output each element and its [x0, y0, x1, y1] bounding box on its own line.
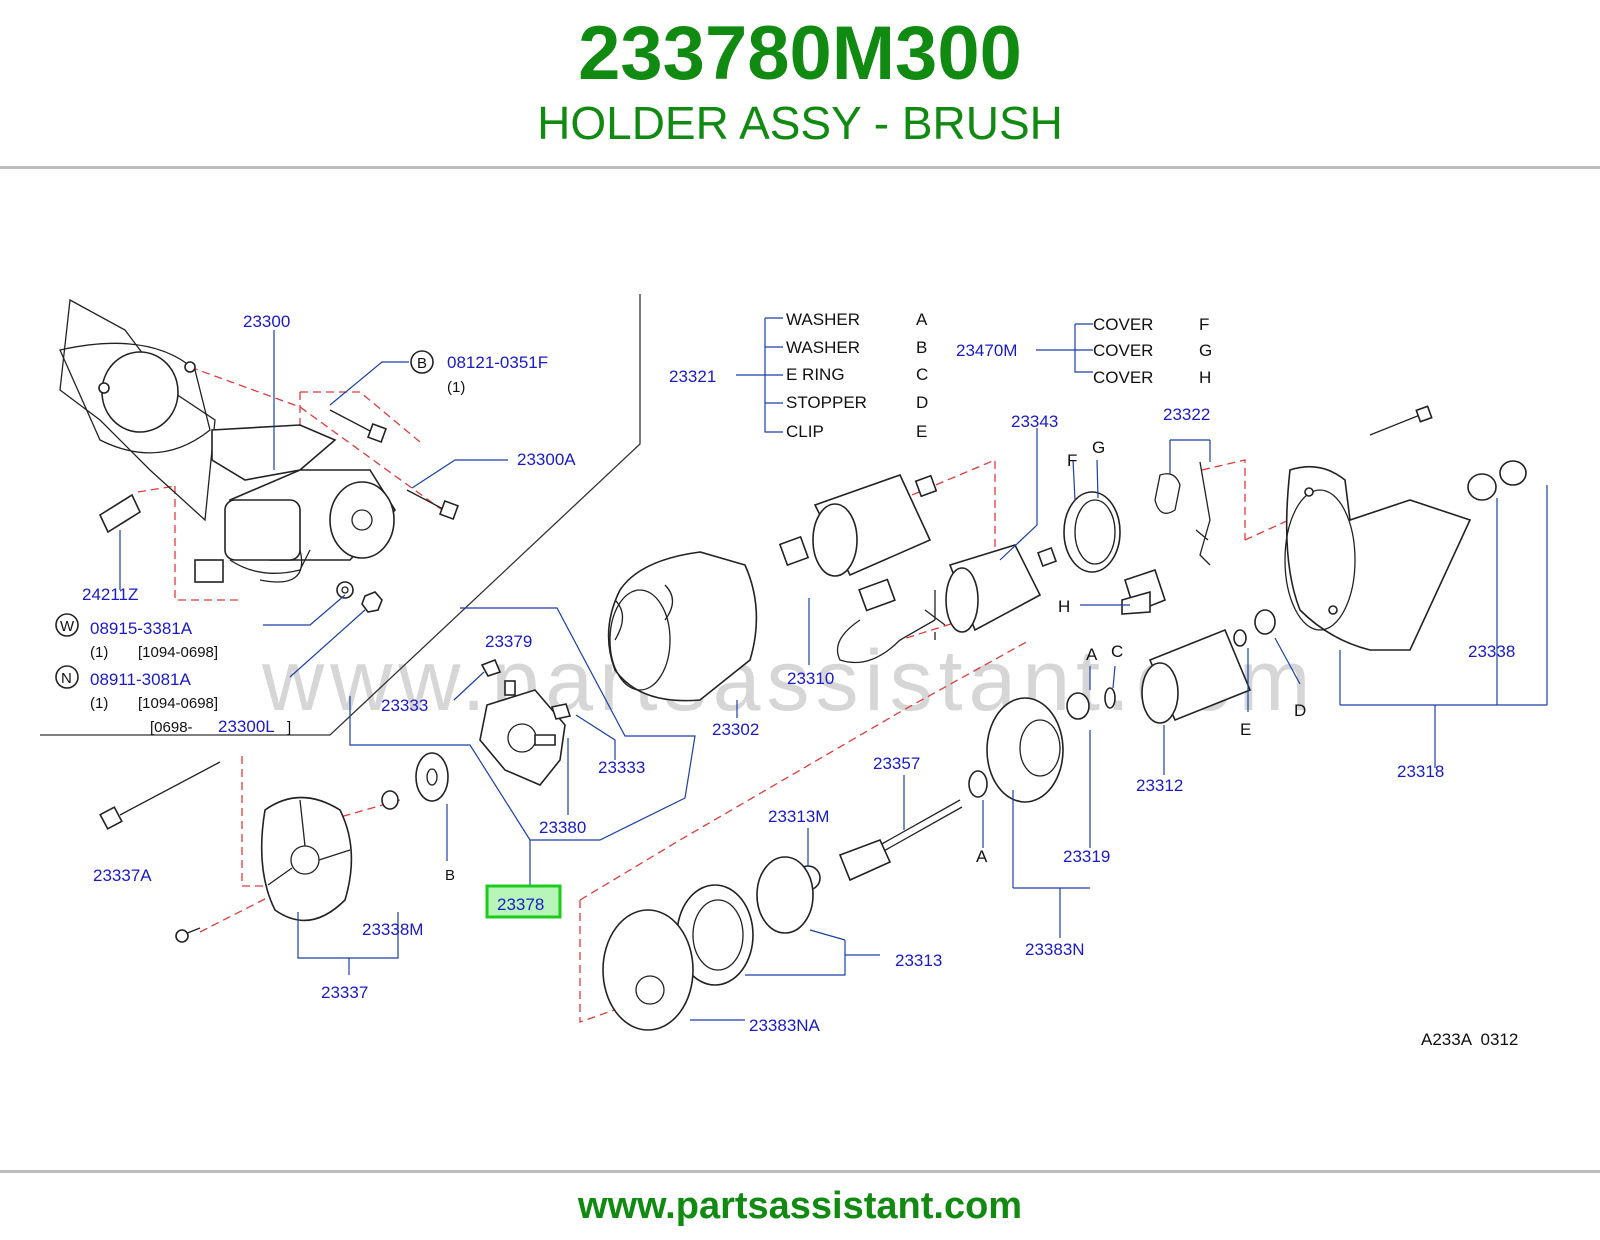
label-23313[interactable]: 23313 — [895, 951, 942, 970]
diagram-letter-a-lower: A — [976, 847, 988, 866]
legend-clip: CLIP — [786, 422, 824, 441]
diagram-code: A233A 0312 — [1421, 1030, 1518, 1049]
range-close-bracket: ] — [287, 719, 291, 736]
label-23302[interactable]: 23302 — [712, 720, 759, 739]
qty-08911: (1) — [90, 695, 108, 712]
footer-url[interactable]: www.partsassistant.com — [577, 1185, 1023, 1227]
top-divider — [0, 166, 1600, 169]
label-23310[interactable]: 23310 — [787, 669, 834, 688]
label-23322[interactable]: 23322 — [1163, 405, 1210, 424]
legend-letter-b: B — [916, 338, 927, 357]
label-23380[interactable]: 23380 — [539, 818, 586, 837]
label-24211Z[interactable]: 24211Z — [82, 585, 138, 604]
diagram-labels: 23300 B 08121-0351F (1) 23300A 24211Z W … — [60, 310, 1518, 1049]
diagram-letter-e: E — [1240, 720, 1251, 739]
label-23313M[interactable]: 23313M — [768, 807, 829, 826]
leader-lines — [119, 317, 1548, 1021]
label-23383N[interactable]: 23383N — [1025, 940, 1085, 959]
label-23383NA[interactable]: 23383NA — [749, 1016, 821, 1035]
label-23338M[interactable]: 23338M — [362, 920, 423, 939]
legend-washer-b: WASHER — [786, 338, 860, 357]
label-23319[interactable]: 23319 — [1063, 847, 1110, 866]
qty-08121: (1) — [447, 379, 465, 396]
diagram-letter-f: F — [1067, 451, 1077, 470]
legend-letter-h: H — [1199, 368, 1211, 387]
gear-housing-part — [1284, 460, 1527, 651]
label-08915-3381A[interactable]: 08915-3381A — [90, 619, 193, 638]
legend-cover-f: COVER — [1093, 315, 1153, 334]
range-08911: [1094-0698] — [138, 695, 218, 712]
label-23300A[interactable]: 23300A — [517, 450, 576, 469]
part-name-subtitle: HOLDER ASSY - BRUSH — [537, 97, 1063, 149]
label-23321[interactable]: 23321 — [669, 367, 716, 386]
diagram-letter-a: A — [1086, 645, 1098, 664]
clips-part — [1154, 461, 1211, 566]
watermark: www.partsassistant.com — [262, 633, 1317, 729]
label-23343[interactable]: 23343 — [1011, 412, 1058, 431]
starter-assembly — [59, 298, 396, 583]
diagram-letter-c: C — [1111, 642, 1123, 661]
marker-b: B — [417, 355, 427, 372]
diagram-letter-h: H — [1058, 597, 1070, 616]
label-23318[interactable]: 23318 — [1397, 762, 1444, 781]
marker-w: W — [60, 618, 75, 635]
legend-letter-c: C — [916, 365, 928, 384]
bolts — [99, 405, 1433, 943]
label-23357[interactable]: 23357 — [873, 754, 920, 773]
armature-part — [778, 474, 938, 577]
qty-08915: (1) — [90, 644, 108, 661]
solenoid-part — [836, 544, 1057, 664]
label-23312[interactable]: 23312 — [1136, 776, 1183, 795]
legend-washer-a: WASHER — [786, 310, 860, 329]
label-23337[interactable]: 23337 — [321, 983, 368, 1002]
legend-letter-e: E — [916, 422, 927, 441]
marker-n: N — [61, 670, 72, 687]
diagram-letter-d: D — [1294, 701, 1306, 720]
part-number-title: 233780M300 — [578, 11, 1022, 96]
legend-cover-g: COVER — [1093, 341, 1153, 360]
range-08915: [1094-0698] — [138, 644, 218, 661]
covers-part — [1063, 491, 1166, 615]
highlight-box-23378 — [485, 884, 562, 919]
label-23300L[interactable]: 23300L — [218, 717, 275, 736]
legend-e-ring: E RING — [786, 365, 845, 384]
brush-holder-part — [479, 658, 572, 786]
circle-markers — [55, 350, 434, 689]
legend-letter-g: G — [1199, 341, 1212, 360]
legend-cover-h: COVER — [1093, 368, 1153, 387]
label-08121-0351F[interactable]: 08121-0351F — [447, 353, 548, 372]
small-parts-left — [98, 493, 449, 810]
letter-b-left: B — [445, 867, 455, 884]
legend-letter-a: A — [916, 310, 928, 329]
diagram-letter-g: G — [1092, 438, 1105, 457]
label-23338[interactable]: 23338 — [1468, 642, 1515, 661]
label-08911-3081A[interactable]: 08911-3081A — [90, 670, 191, 689]
drive-parts — [602, 609, 1276, 1031]
bottom-divider — [0, 1170, 1600, 1173]
label-23379[interactable]: 23379 — [485, 632, 532, 651]
range-0698: [0698- — [150, 719, 193, 736]
legend-letter-f: F — [1199, 315, 1209, 334]
yoke-part — [607, 551, 758, 702]
frame-lines — [40, 294, 641, 736]
rear-cover-part — [260, 796, 353, 922]
label-23333-right[interactable]: 23333 — [598, 758, 645, 777]
legend-letter-d: D — [916, 393, 928, 412]
legend-stopper: STOPPER — [786, 393, 867, 412]
label-23378[interactable]: 23378 — [497, 895, 544, 914]
label-23300[interactable]: 23300 — [243, 312, 290, 331]
label-23470M[interactable]: 23470M — [956, 341, 1017, 360]
label-23333-left[interactable]: 23333 — [381, 696, 428, 715]
label-23337A[interactable]: 23337A — [93, 866, 152, 885]
